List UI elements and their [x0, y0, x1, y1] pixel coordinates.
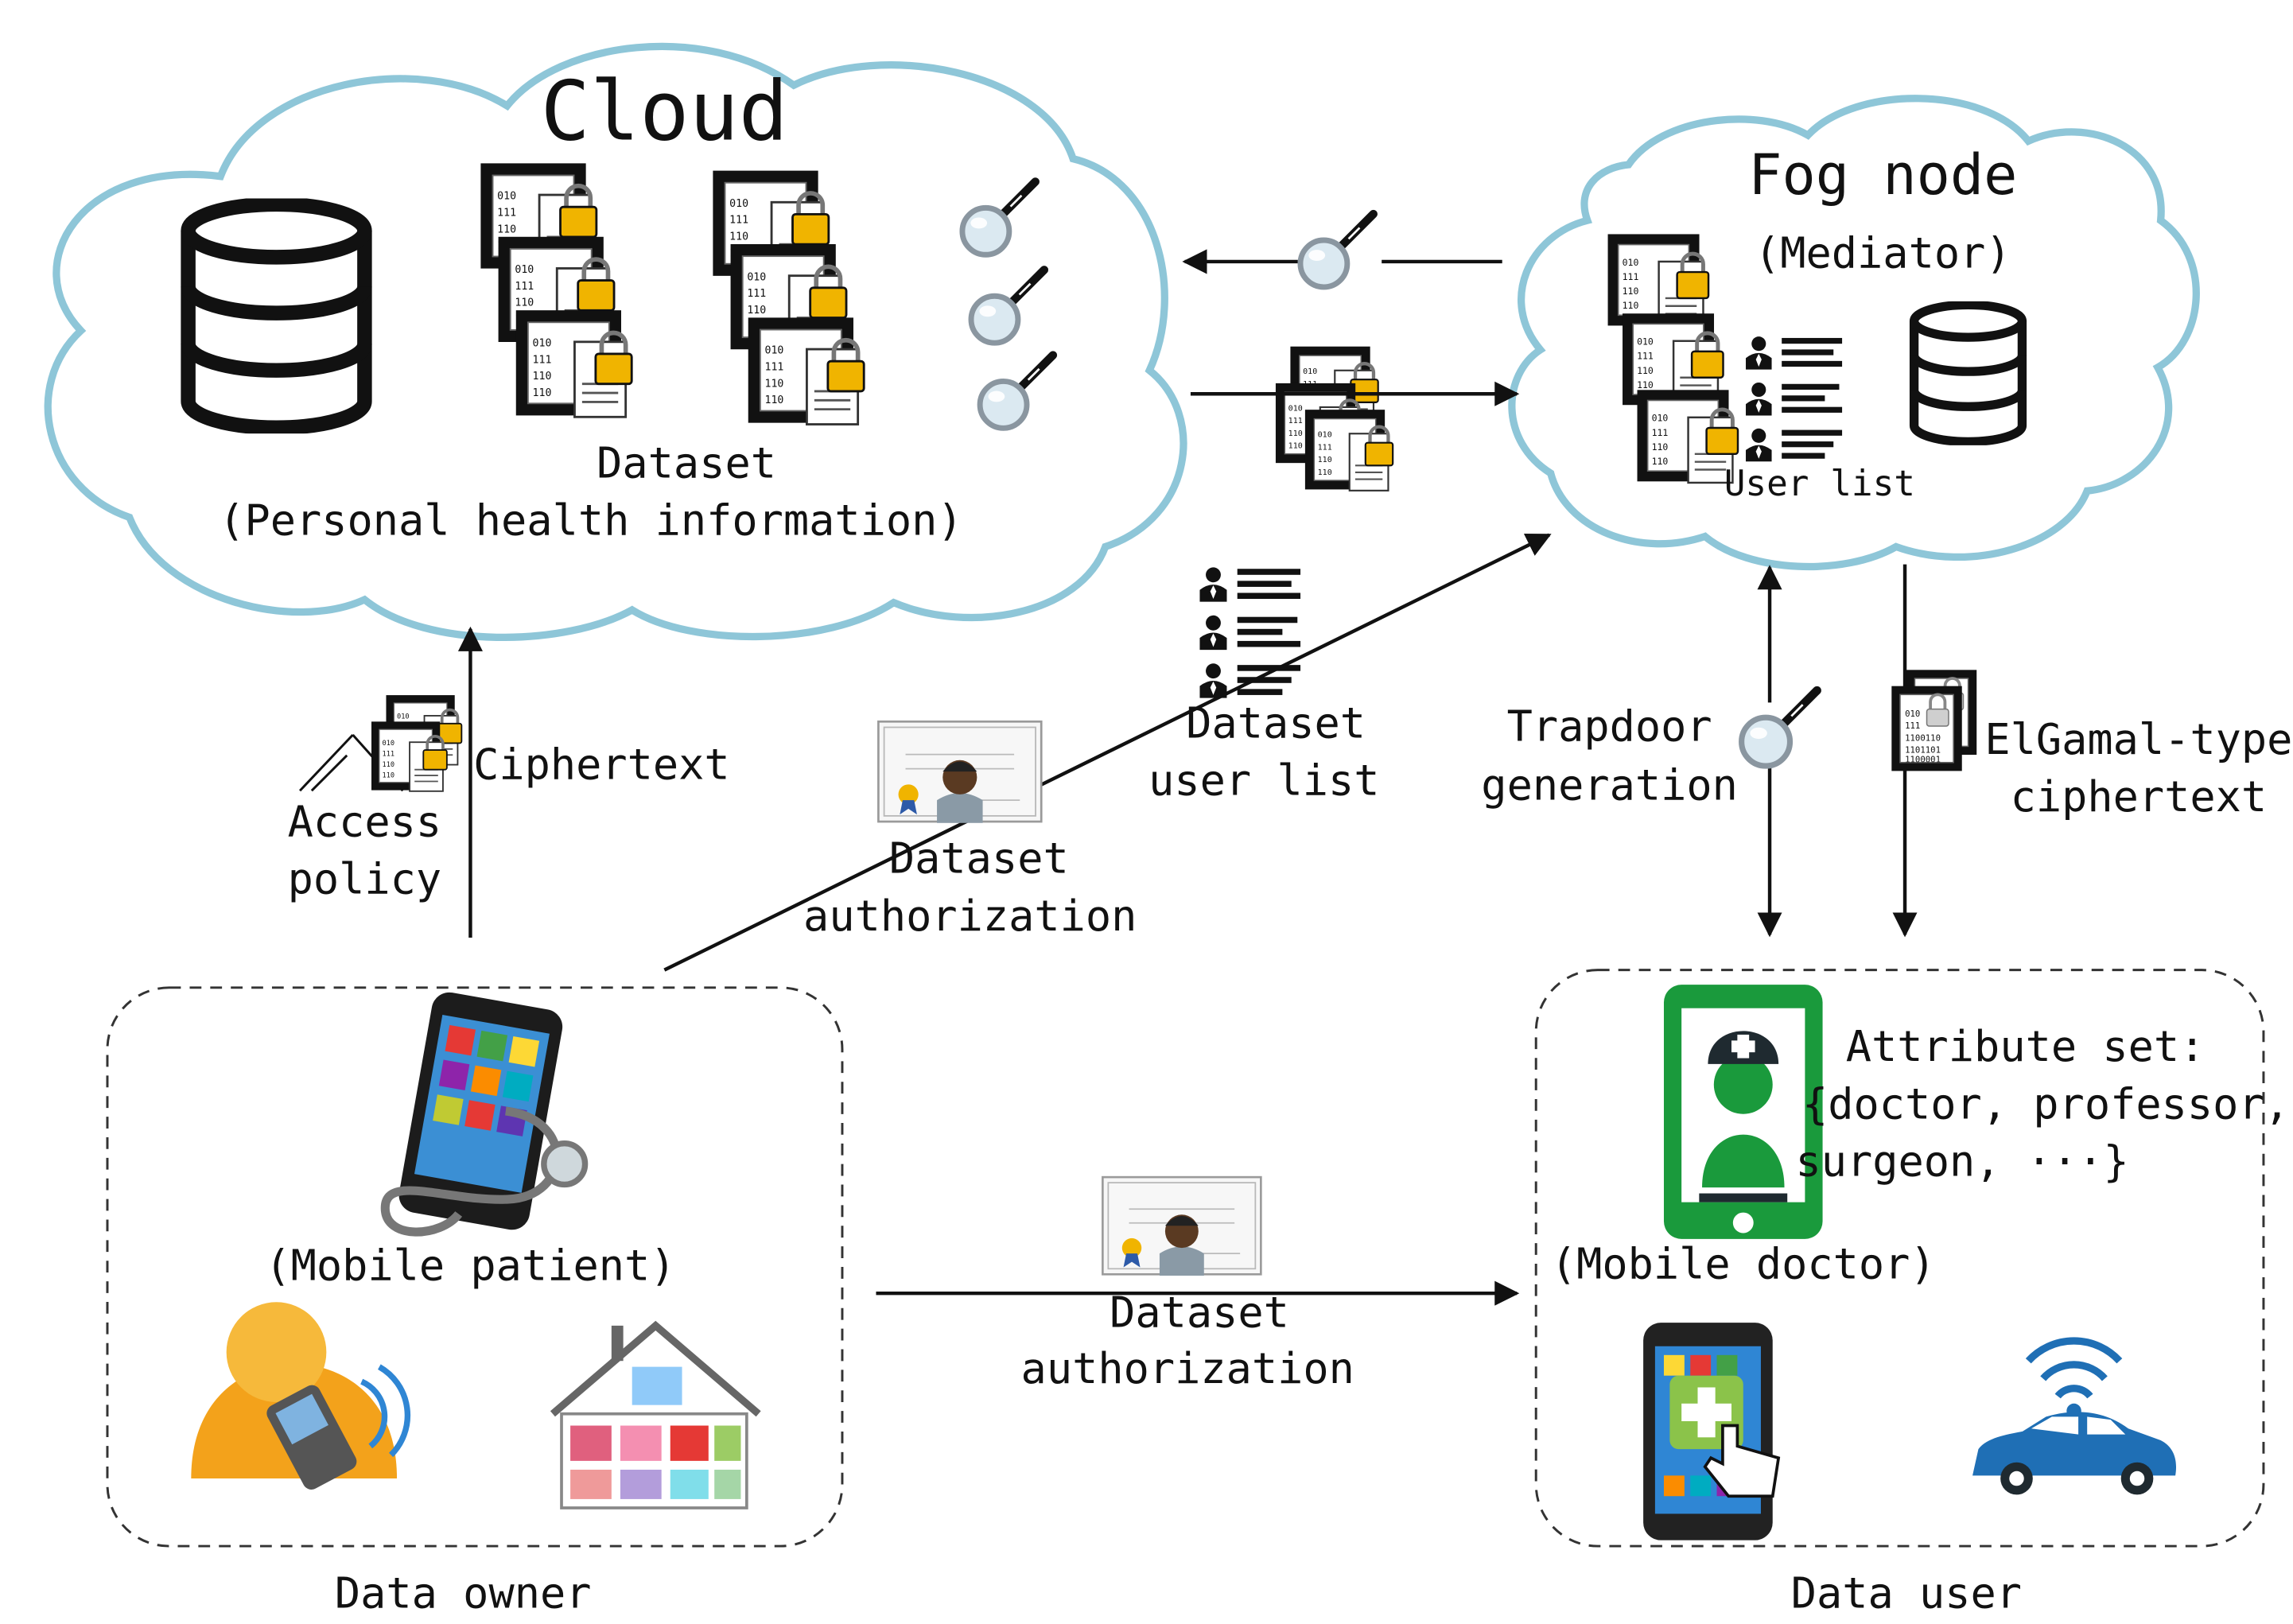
authorization-to-fog-flow: Dataset authorization Dataset user list [663, 533, 1552, 972]
dataset-authorization-label-line2: authorization [1021, 1343, 1354, 1393]
database-icon [1914, 305, 2023, 441]
data-owner-group: (Mobile patient) Data owner [106, 986, 844, 1618]
encrypted-file-icon [516, 310, 632, 417]
cloud-title: Cloud [541, 64, 788, 160]
encrypted-file-icon [1890, 685, 1964, 773]
arrow-to-fog [663, 533, 1552, 972]
access-policy-label-line1: Access [288, 796, 442, 846]
encrypted-file-icon [748, 317, 864, 424]
attribute-set-line3: surgeon, ···} [1795, 1136, 2128, 1186]
mobile-doctor-phone-icon [1663, 985, 1823, 1239]
attribute-set-line1: Attribute set: [1846, 1021, 2206, 1071]
dataset-user-list-label-line1: Dataset [1186, 698, 1366, 748]
mobile-patient-label: (Mobile patient) [265, 1241, 675, 1291]
encrypted-file-icon [1638, 390, 1738, 483]
dataset-label: Dataset [597, 438, 776, 488]
ciphertext-label: Ciphertext [473, 739, 730, 789]
user-list-label: User list [1724, 464, 1915, 504]
encrypted-file-icon [1305, 410, 1393, 491]
elgamal-ciphertext-flow: ElGamal-type ciphertext [1890, 564, 2292, 938]
dataset-authorization-label-line1: Dataset [1110, 1288, 1289, 1338]
database-icon [188, 204, 365, 428]
trapdoor-label-line1: Trapdoor [1507, 701, 1712, 751]
cloud-storage: Cloud Dataset (Personal health informati… [44, 42, 1187, 641]
connected-car-icon [1972, 1337, 2177, 1495]
magnifier-icon [1300, 214, 1374, 287]
encrypted-file-icon [1608, 234, 1708, 327]
trapdoor-forward-flow [1182, 214, 1502, 287]
mobile-patient-phone-icon [380, 992, 589, 1237]
data-owner-boundary [106, 986, 844, 1548]
dataset-authorization-label-line1: Dataset [889, 833, 1069, 884]
smartphone-touch-icon [1643, 1323, 1781, 1540]
data-user-boundary [1534, 969, 2265, 1548]
fog-title: Fog node [1748, 142, 2017, 208]
user-list-icon [1199, 567, 1300, 697]
dataset-sublabel: (Personal health information) [219, 495, 962, 546]
data-owner-label: Data owner [335, 1568, 592, 1618]
dataset-authorization-label-line2: authorization [803, 891, 1137, 941]
smart-home-icon [550, 1320, 761, 1509]
fog-subtitle: (Mediator) [1755, 227, 2011, 278]
authorization-to-user-flow: Dataset authorization [876, 1175, 1520, 1393]
mobile-doctor-label: (Mobile doctor) [1551, 1239, 1936, 1289]
patient-with-phone-icon [191, 1302, 411, 1490]
encrypted-file-icon [370, 720, 449, 793]
dataset-user-list-label-line2: user list [1148, 756, 1379, 806]
magnifier-icon [1742, 690, 1817, 766]
certificate-icon [1102, 1175, 1262, 1276]
ciphertext-upload-flow: Ciphertext Access policy [288, 626, 730, 938]
certificate-icon [877, 720, 1043, 823]
fog-node: Fog node (Mediator) User list [1508, 95, 2200, 571]
trapdoor-label-line2: generation [1481, 760, 1738, 810]
elgamal-label-line1: ElGamal-type [1984, 714, 2292, 764]
trapdoor-generation-flow: Trapdoor generation [1481, 565, 1817, 938]
data-user-group: Attribute set: {doctor, professor, surge… [1534, 969, 2290, 1618]
elgamal-label-line2: ciphertext [2011, 771, 2268, 822]
result-return-flow [1190, 347, 1520, 491]
data-user-label: Data user [1791, 1568, 2022, 1618]
attribute-set-line2: {doctor, professor, [1802, 1078, 2290, 1129]
access-policy-label-line2: policy [288, 854, 442, 904]
